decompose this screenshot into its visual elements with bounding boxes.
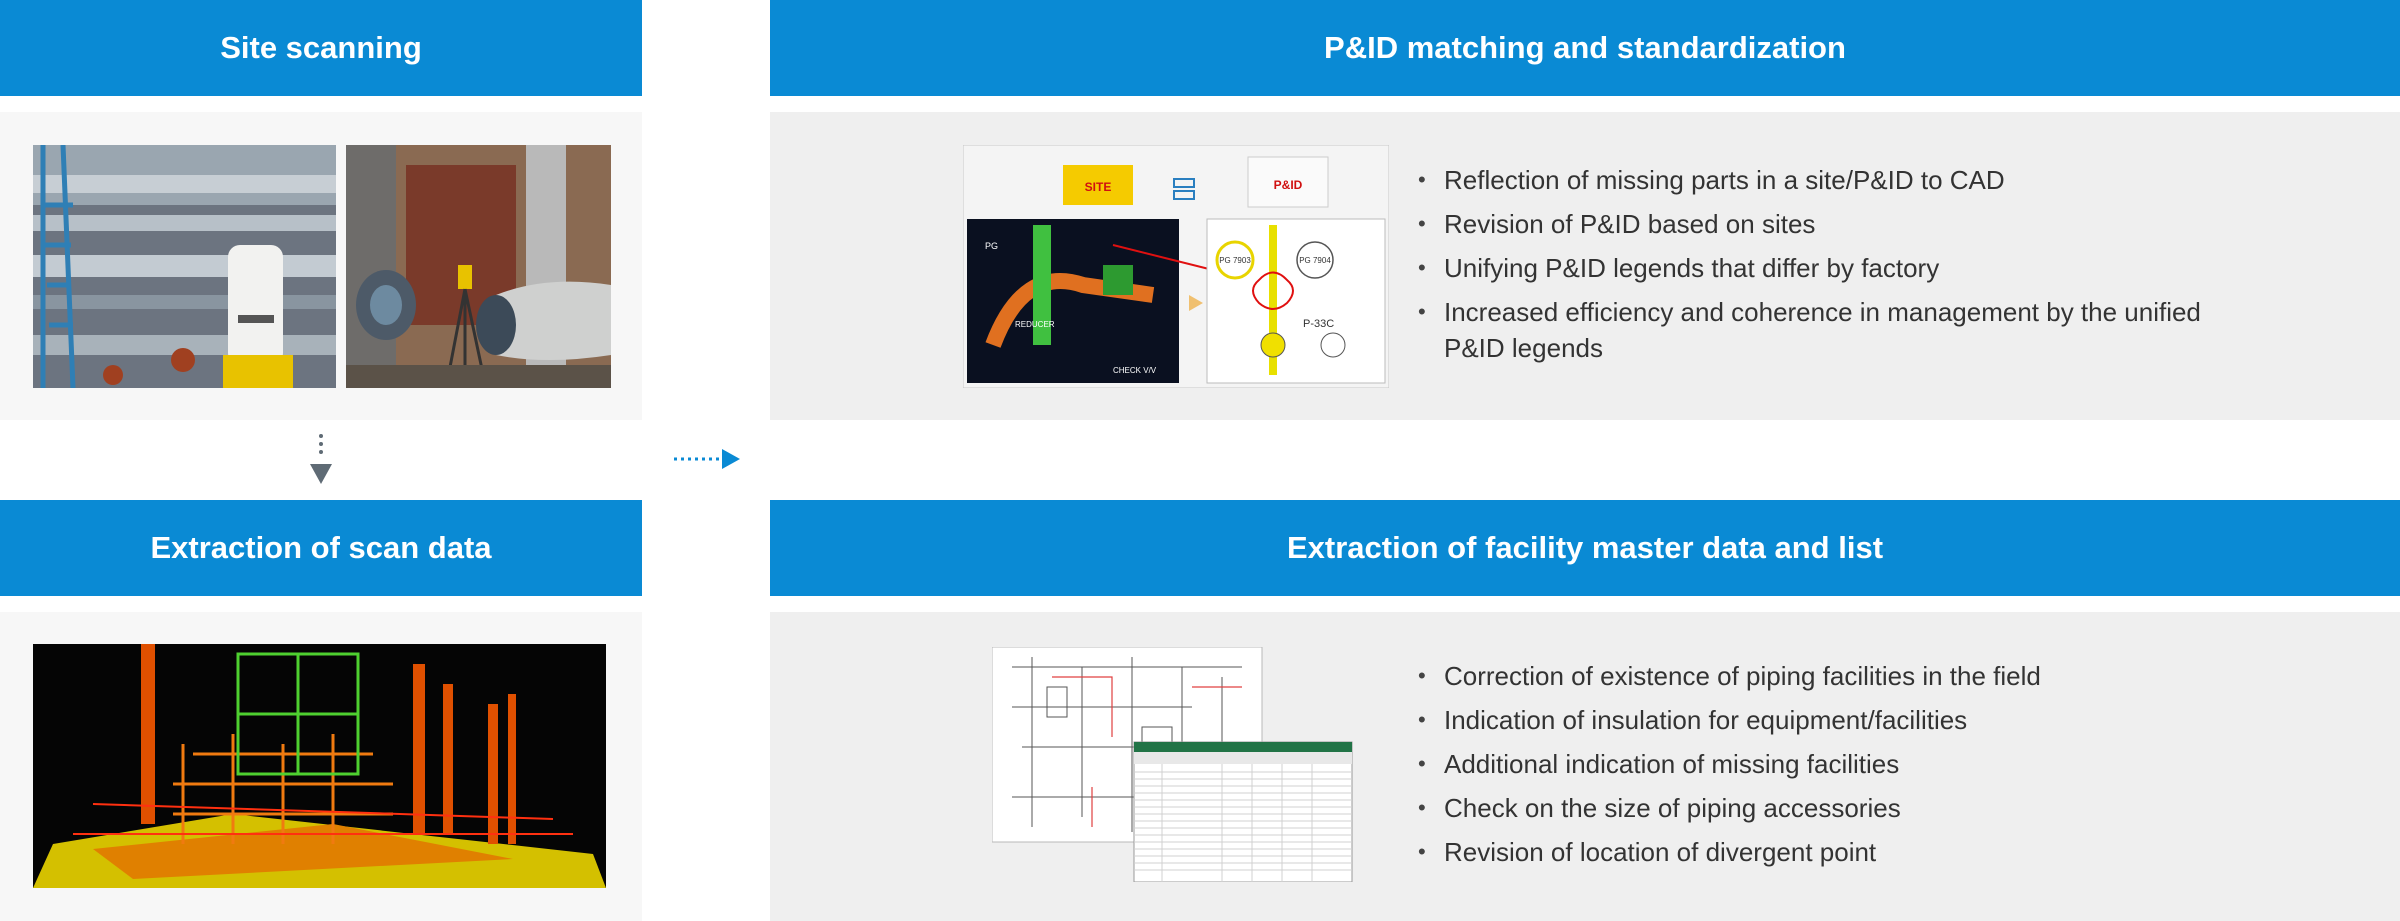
down-arrow-icon (306, 432, 336, 488)
site-scanning-header: Site scanning (0, 0, 642, 96)
reducer-label: REDUCER (1015, 320, 1055, 329)
pump-label: P-33C (1303, 318, 1334, 330)
list-item: Correction of existence of piping facili… (1418, 658, 2208, 694)
check-valve-label: CHECK V/V (1113, 366, 1157, 375)
pid-matching-panel: SITE P&ID PG REDUCER CHECK V/V PG 7903 P… (770, 112, 2400, 420)
site-scan-photo-2 (346, 145, 611, 388)
extraction-scan-panel (0, 612, 642, 921)
list-item: Revision of location of divergent point (1418, 834, 2208, 870)
list-item: Additional indication of missing facilit… (1418, 746, 2208, 782)
site-label: SITE (1085, 180, 1112, 194)
list-item: Reflection of missing parts in a site/P&… (1418, 162, 2208, 198)
pid-label: P&ID (1274, 178, 1303, 192)
extraction-scan-header: Extraction of scan data (0, 500, 642, 596)
point-cloud-image (33, 644, 606, 888)
pg-7903-label: PG 7903 (1219, 256, 1251, 265)
list-item: Indication of insulation for equipment/f… (1418, 702, 2208, 738)
right-arrow-icon (672, 446, 740, 472)
list-item: Unifying P&ID legends that differ by fac… (1418, 250, 2208, 286)
extraction-master-header: Extraction of facility master data and l… (770, 500, 2400, 596)
extraction-master-panel: Correction of existence of piping facili… (770, 612, 2400, 921)
list-item: Check on the size of piping accessories (1418, 790, 2208, 826)
list-item: Revision of P&ID based on sites (1418, 206, 2208, 242)
pid-comparison-image: SITE P&ID PG REDUCER CHECK V/V PG 7903 P… (962, 144, 1390, 389)
extraction-master-bullets: Correction of existence of piping facili… (1418, 658, 2208, 878)
pid-matching-header: P&ID matching and standardization (770, 0, 2400, 96)
pg-7904-label: PG 7904 (1299, 256, 1331, 265)
site-scanning-panel (0, 112, 642, 420)
pid-matching-bullets: Reflection of missing parts in a site/P&… (1418, 162, 2208, 374)
site-scan-photo-1 (33, 145, 336, 388)
pg-label: PG (985, 241, 998, 251)
pid-and-spreadsheet-image (991, 646, 1354, 883)
list-item: Increased efficiency and coherence in ma… (1418, 294, 2208, 366)
